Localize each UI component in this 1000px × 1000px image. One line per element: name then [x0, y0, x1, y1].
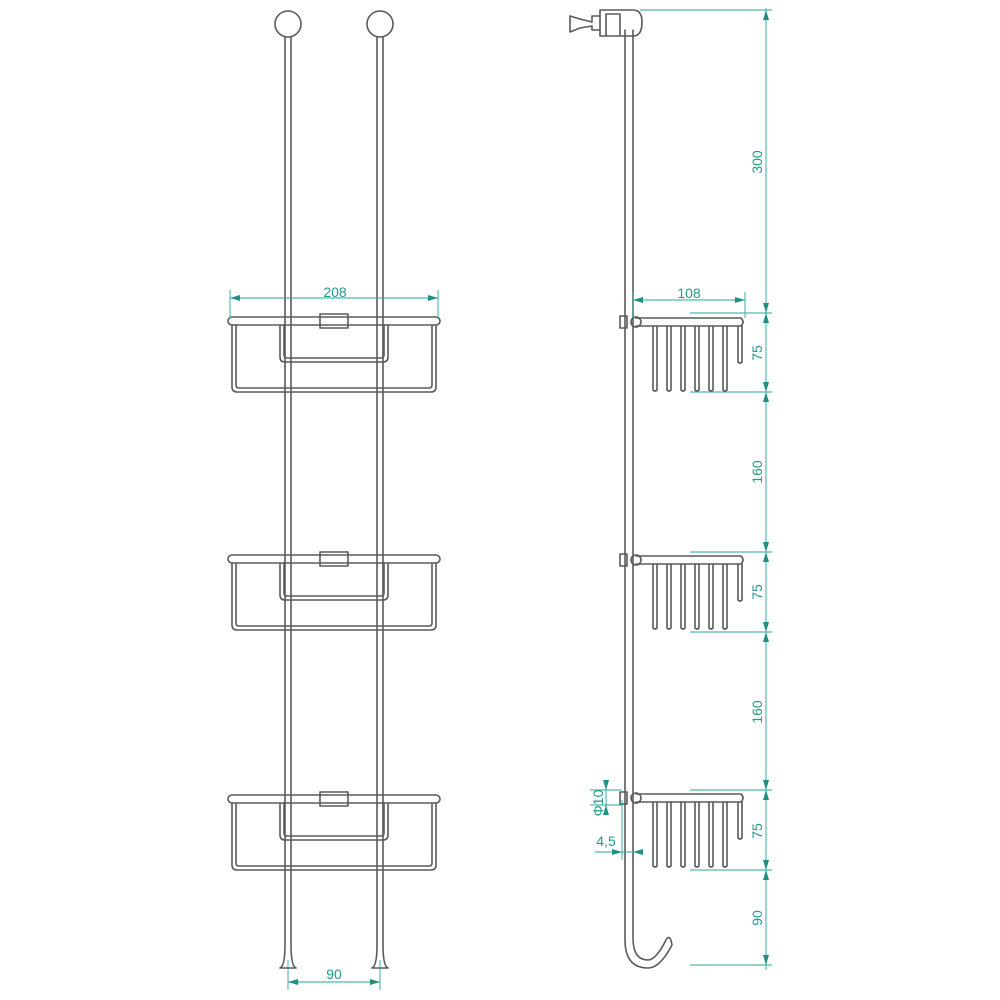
top-bracket — [599, 9, 643, 37]
basket-handle — [279, 802, 389, 841]
width-dimension-line — [229, 290, 439, 318]
dimension-arrow — [763, 632, 769, 642]
tine — [652, 563, 658, 630]
dimension-arrow — [735, 297, 745, 303]
tine — [708, 801, 714, 868]
mount-clip — [619, 315, 628, 329]
basket-body-inner — [235, 802, 433, 867]
tine — [708, 325, 714, 392]
short-tine — [737, 325, 743, 364]
short-tine — [737, 801, 743, 840]
vdim-label-6: 90 — [749, 910, 765, 926]
side-view — [569, 9, 744, 969]
vdim-label-2: 160 — [749, 460, 765, 484]
basket-rim — [227, 554, 441, 564]
dimension-arrow — [763, 303, 769, 313]
dimension-arrow — [763, 10, 769, 20]
mount-clip — [619, 791, 628, 805]
tine — [708, 563, 714, 630]
side-basket-rim — [635, 793, 744, 803]
dimension-arrow — [603, 805, 609, 815]
vdim-label-1: 75 — [749, 345, 765, 361]
dimension-arrow — [612, 849, 622, 855]
dimension-arrow — [230, 295, 240, 301]
dimension-arrow — [763, 622, 769, 632]
short-tine — [737, 563, 743, 602]
rod-ball — [274, 10, 302, 38]
vdim-label-4: 160 — [749, 700, 765, 724]
tine — [680, 325, 686, 392]
basket-body — [231, 562, 437, 631]
rod-spacing-dimension-label: 90 — [326, 966, 342, 982]
dimension-arrow — [428, 295, 438, 301]
basket-rim — [227, 316, 441, 326]
side-rod — [624, 29, 673, 969]
tine — [666, 563, 672, 630]
basket-body — [231, 324, 437, 393]
offset-label: 4,5 — [596, 833, 616, 849]
rim-loop — [630, 554, 642, 566]
vdim-label-5: 75 — [749, 823, 765, 839]
rod-ball — [366, 10, 394, 38]
tine — [652, 325, 658, 392]
dimension-arrow — [763, 392, 769, 402]
diameter-label: Φ10 — [590, 789, 606, 816]
dimension-arrow — [763, 313, 769, 323]
tine — [666, 325, 672, 392]
basket-clip — [319, 791, 349, 807]
depth-dimension-line — [632, 292, 746, 318]
rod — [371, 36, 389, 969]
front-view — [227, 10, 441, 969]
vdim-label-0: 300 — [749, 150, 765, 174]
dimension-arrow — [763, 542, 769, 552]
dimension-arrow — [288, 979, 298, 985]
vdim-label-3: 75 — [749, 584, 765, 600]
width-dimension-label: 208 — [323, 284, 347, 300]
dimension-arrow — [763, 780, 769, 790]
tine — [722, 563, 728, 630]
basket-clip — [319, 313, 349, 329]
bracket-knob — [569, 15, 601, 33]
basket-body — [231, 802, 437, 871]
dimension-arrow — [603, 780, 609, 790]
rim-loop — [630, 792, 642, 804]
dimensions: 208 90 108 Φ10 4,5 300 75 160 75 160 75 … — [229, 8, 772, 990]
dimension-arrow — [763, 860, 769, 870]
tine — [680, 801, 686, 868]
tine — [694, 325, 700, 392]
basket-rim — [227, 794, 441, 804]
tine — [722, 325, 728, 392]
dimension-arrow — [763, 790, 769, 800]
rim-loop — [630, 316, 642, 328]
tine — [694, 801, 700, 868]
mount-clip — [619, 553, 628, 567]
dimension-arrow — [633, 297, 643, 303]
basket-handle — [279, 562, 389, 601]
tine — [652, 801, 658, 868]
dimension-arrow — [763, 870, 769, 880]
tine — [694, 563, 700, 630]
depth-dimension-label: 108 — [677, 285, 701, 301]
rod — [279, 36, 297, 969]
dimension-arrow — [763, 552, 769, 562]
side-basket-rim — [635, 317, 744, 327]
tine — [680, 563, 686, 630]
basket-clip — [319, 551, 349, 567]
dimension-arrow — [633, 849, 643, 855]
tine — [722, 801, 728, 868]
dimension-arrow — [763, 955, 769, 965]
basket-body-inner — [235, 562, 433, 627]
basket-handle — [279, 324, 389, 363]
tine — [666, 801, 672, 868]
side-basket-rim — [635, 555, 744, 565]
dimension-arrow — [763, 382, 769, 392]
basket-body-inner — [235, 324, 433, 389]
rod-spacing-dimension-line — [287, 960, 381, 990]
dimension-arrow — [370, 979, 380, 985]
